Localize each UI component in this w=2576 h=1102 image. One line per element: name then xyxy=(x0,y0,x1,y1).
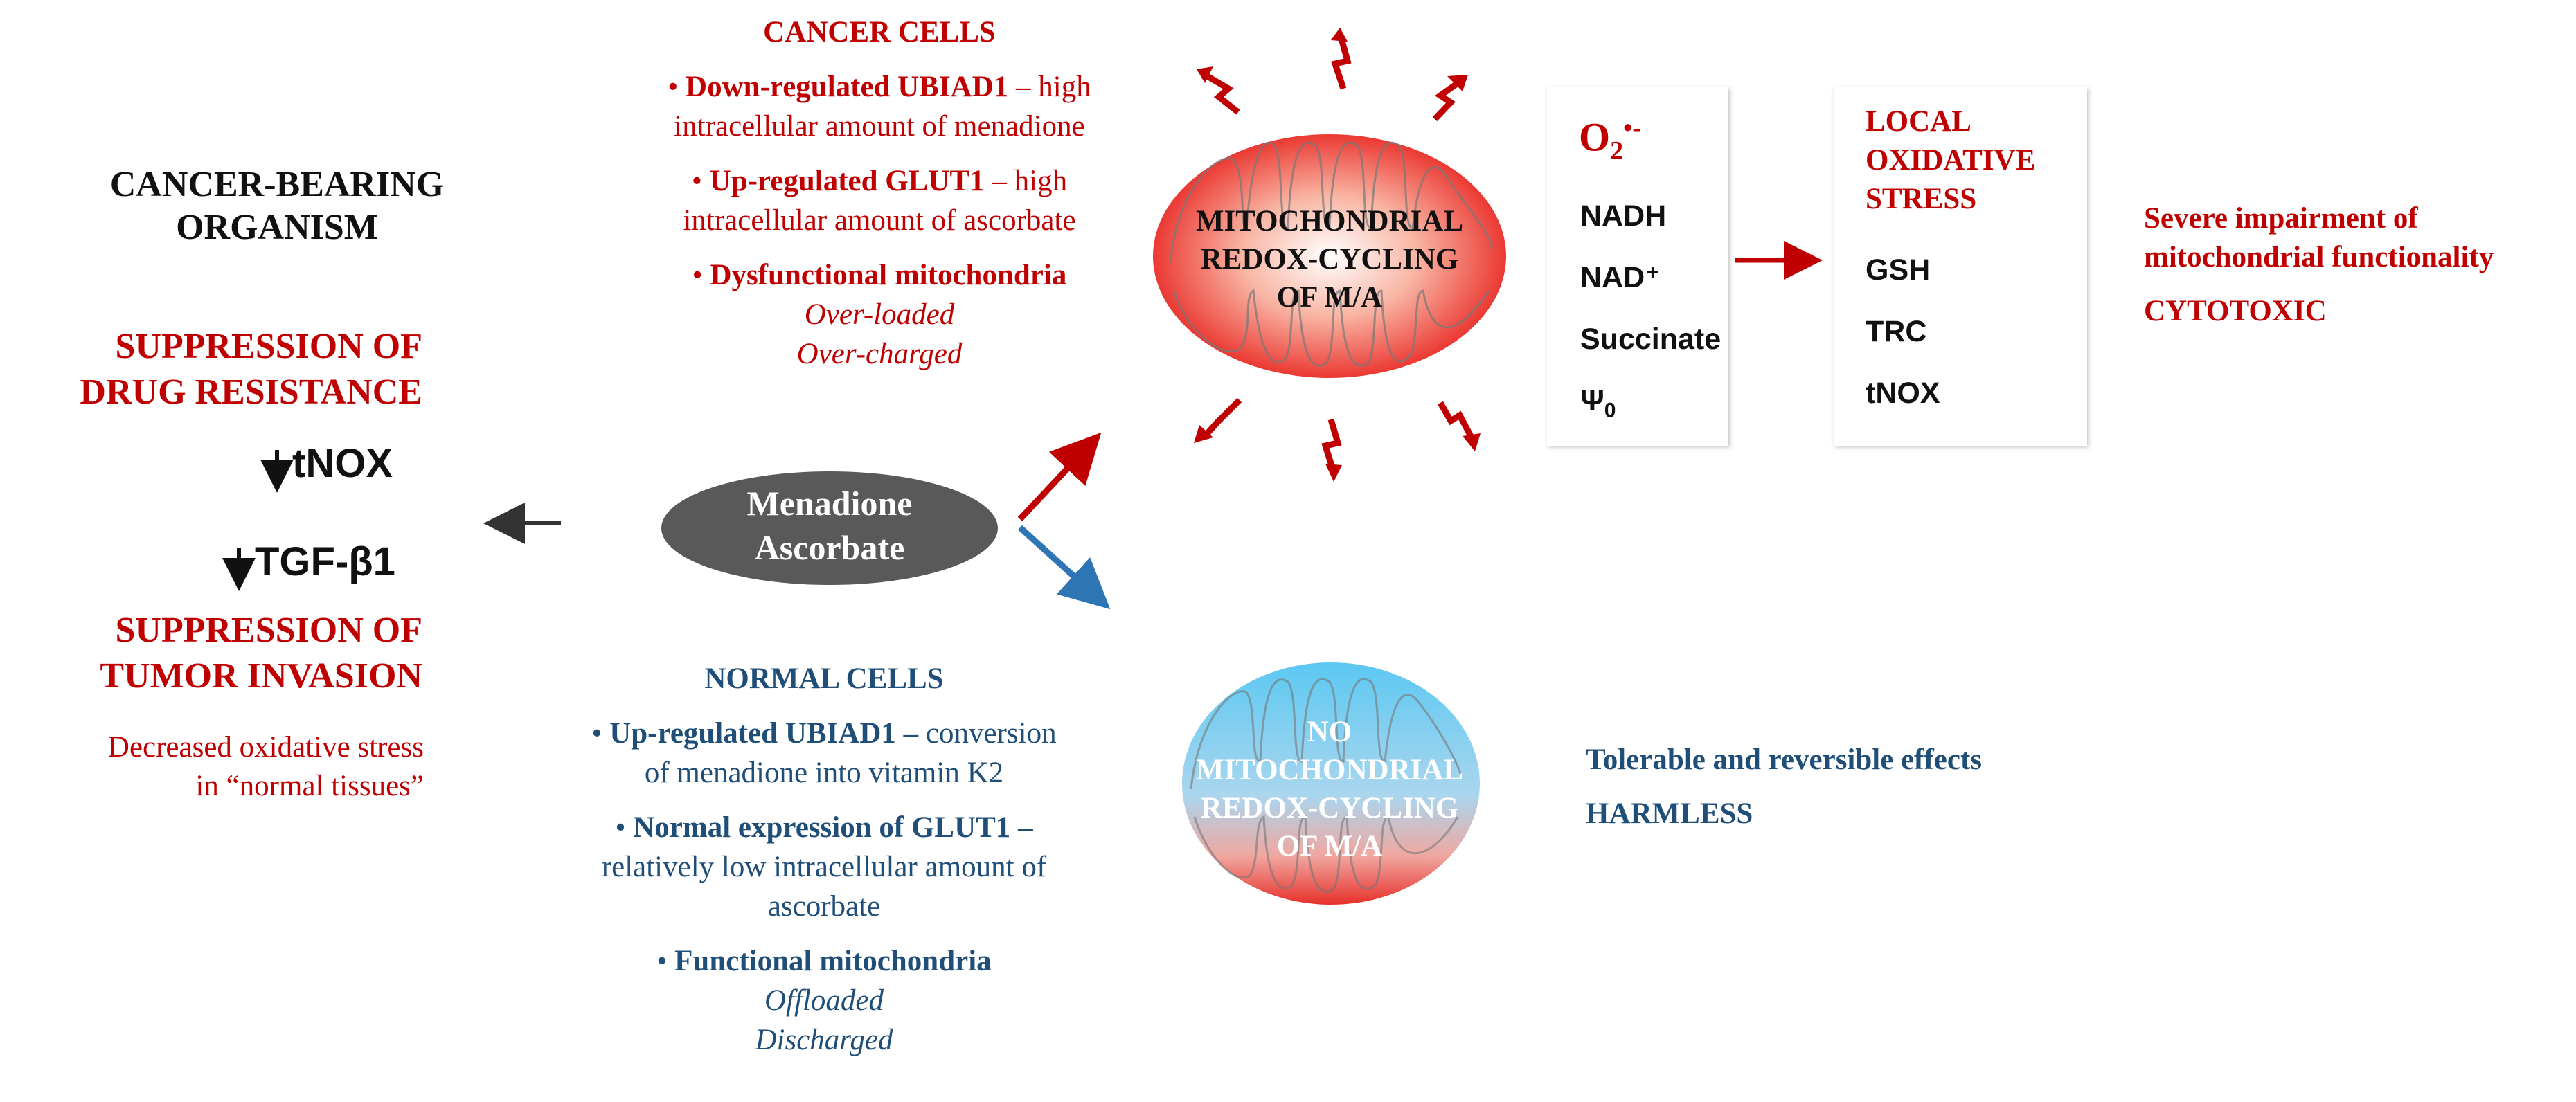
tgf-label: TGF-β1 xyxy=(255,539,395,584)
drug-label: Menadione Ascorbate xyxy=(746,484,913,567)
nad-label: NAD⁺ xyxy=(1580,261,1661,294)
nadh-label: NADH xyxy=(1580,199,1667,233)
tnox-box-label: tNOX xyxy=(1866,377,1940,410)
o2-superoxide: O2•- xyxy=(1579,114,1642,165)
cancer-outcome: Severe impairment of mitochondrial funct… xyxy=(2144,202,2494,327)
box-redox-markers xyxy=(1547,87,1728,446)
box2-title: LOCAL OXIDATIVE STRESS xyxy=(1866,105,2036,215)
drug-ellipse xyxy=(661,471,998,585)
left-down-arrows xyxy=(222,450,294,591)
box1-items: NADH NAD⁺ Succinate Ψ0 xyxy=(1580,186,1721,442)
normal-mitochondrion xyxy=(1182,662,1480,905)
suppression-drug-resistance: SUPPRESSION OF DRUG RESISTANCE xyxy=(80,327,422,412)
suppression-tumor-invasion: SUPPRESSION OF TUMOR INVASION xyxy=(100,611,422,696)
tnox-label: tNOX xyxy=(292,441,393,486)
organism-title: CANCER-BEARING ORGANISM xyxy=(109,165,445,247)
ros-burst-arrows xyxy=(1194,28,1481,482)
arrow-to-cancer-mito xyxy=(1017,432,1102,522)
decreased-oxidative-stress: Decreased oxidative stress in “normal ti… xyxy=(107,731,424,802)
cancer-mitochondrion xyxy=(1153,134,1506,378)
box2-items: GSH TRC tNOX xyxy=(1866,240,1940,424)
cancer-cells-title: CANCER CELLS xyxy=(763,16,996,48)
psi-label: Ψ0 xyxy=(1580,384,1616,422)
cancer-mito-label: MITOCHONDRIAL REDOX-CYCLING OF M/A xyxy=(1195,205,1464,314)
normal-cells-title: NORMAL CELLS xyxy=(704,662,944,695)
normal-outcome: Tolerable and reversible effects HARMLES… xyxy=(1586,743,1983,830)
box-oxidative-stress xyxy=(1834,87,2087,446)
normal-cells-block: NORMAL CELLS • Up-regulated UBIAD1 – con… xyxy=(443,659,1205,1060)
cancer-cells-block: CANCER CELLS • Down-regulated UBIAD1 – h… xyxy=(499,12,1260,374)
normal-mito-label: NO MITOCHONDRIAL REDOX-CYCLING OF M/A xyxy=(1195,716,1464,862)
arrow-to-normal-mito xyxy=(1017,525,1111,610)
trc-label: TRC xyxy=(1866,315,1927,348)
succinate-label: Succinate xyxy=(1580,323,1721,356)
gsh-label: GSH xyxy=(1866,253,1931,287)
